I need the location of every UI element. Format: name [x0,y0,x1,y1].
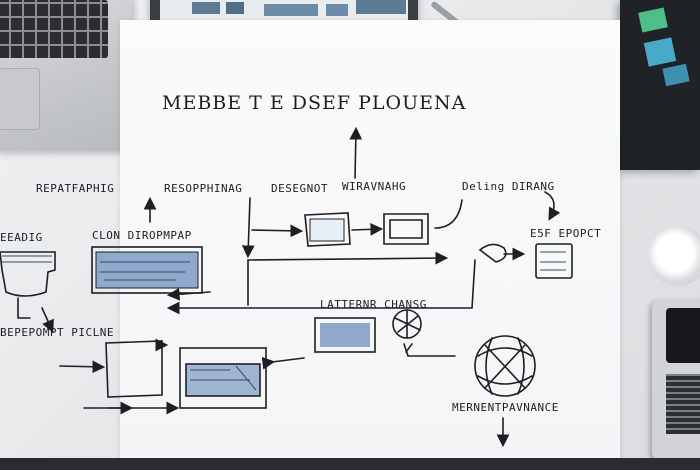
sketch-screen-box [304,212,351,247]
flow-line [247,251,449,265]
curve-arrow [434,199,463,229]
table-edge [0,458,700,470]
phone-board [666,374,700,434]
label-top-right: Deling DIRANG [462,180,555,193]
label-right-small: E5F EPOPCT [530,227,602,240]
arrow [251,224,304,238]
sketch-box [105,340,163,398]
laptop-keyboard [0,0,108,58]
label-left-mid: CLON DIROPMPAP [92,229,192,242]
flow-line [166,259,476,315]
sketch-screen-box [383,213,429,245]
sketch-title: MEBBE T E DSEF PLOUENA [162,92,467,114]
label-center-low: LATTERNR CHANSG [320,298,427,311]
label-top-left: REPATFAPHIG [36,182,115,195]
sketch-monitor [314,317,376,353]
globe-large [474,335,536,397]
arrow-up [349,126,363,179]
small-device-box [535,243,573,279]
screen-fill [95,251,199,289]
printer-sketch [0,251,56,297]
label-bottom-right: MERNENTPAVNANCE [452,401,559,414]
phone [652,300,700,460]
earbuds [648,226,700,286]
arrow [544,191,561,221]
laptop-trackpad [0,68,40,130]
blue-screen-box [91,246,203,294]
label-top-mid3: WIRAVNAHG [342,180,407,193]
arrow [351,222,384,236]
label-bottom-left: BEPEPOMPT PICLNE [0,326,114,339]
phone-screen [666,308,700,363]
tablet [620,0,700,170]
laptop [0,0,132,150]
label-top-mid: RESOPPHINAG [164,182,243,195]
label-left-edge: EEADIG [0,231,43,244]
dashboard-sketch [179,347,267,409]
router-sketch [478,243,507,263]
arrow [241,197,255,259]
label-top-mid2: DESEGNOT [271,182,328,195]
